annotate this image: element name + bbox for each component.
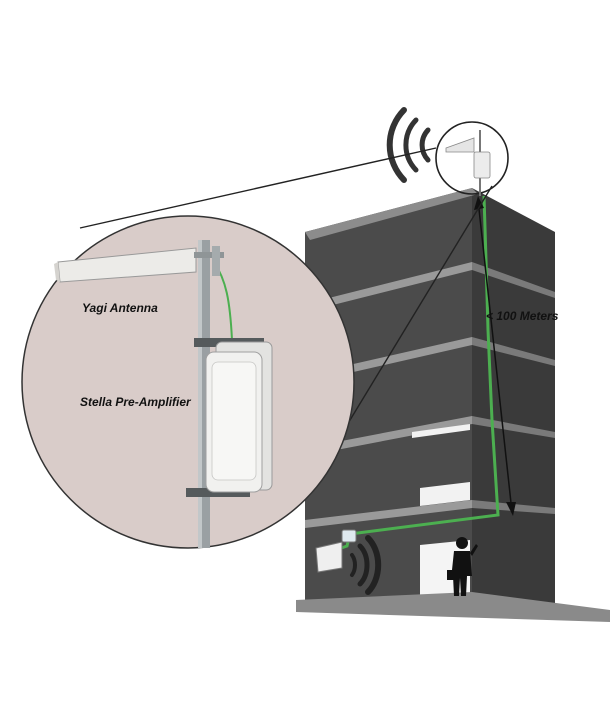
- yagi-antenna-icon: [54, 246, 224, 283]
- zoom-inset: Yagi Antenna Stella Pre-Amplifier: [21, 215, 355, 549]
- base-slab: [296, 592, 610, 622]
- person-on-phone-icon: [447, 537, 478, 596]
- floor-slab-4: [305, 500, 472, 528]
- floor-slab-side-2: [472, 337, 555, 366]
- distance-arrow: [474, 196, 516, 516]
- indoor-amplifier-box-icon: [341, 529, 357, 543]
- roof-slab: [305, 188, 478, 240]
- indoor-signal-waves-icon: [350, 535, 382, 595]
- yagi-antenna-label: Yagi Antenna: [82, 301, 158, 315]
- rooftop-zoom-circle: [435, 121, 509, 195]
- rooftop-yagi-antenna-icon: [445, 130, 491, 196]
- distance-label: < 100 Meters: [486, 309, 559, 323]
- window-opening-1: [412, 424, 470, 438]
- indoor-antenna-icon: [315, 541, 343, 573]
- pre-amplifier-label: Stella Pre-Amplifier: [80, 395, 192, 409]
- amplifier-box-icon: [205, 341, 273, 493]
- floor-slab-1: [305, 262, 472, 312]
- rooftop-signal-waves-icon: [386, 107, 431, 183]
- zoom-line-top: [79, 147, 437, 229]
- floor-slab-side-1: [472, 262, 555, 298]
- floor-slab-3: [305, 416, 472, 456]
- window-opening-2: [420, 482, 470, 506]
